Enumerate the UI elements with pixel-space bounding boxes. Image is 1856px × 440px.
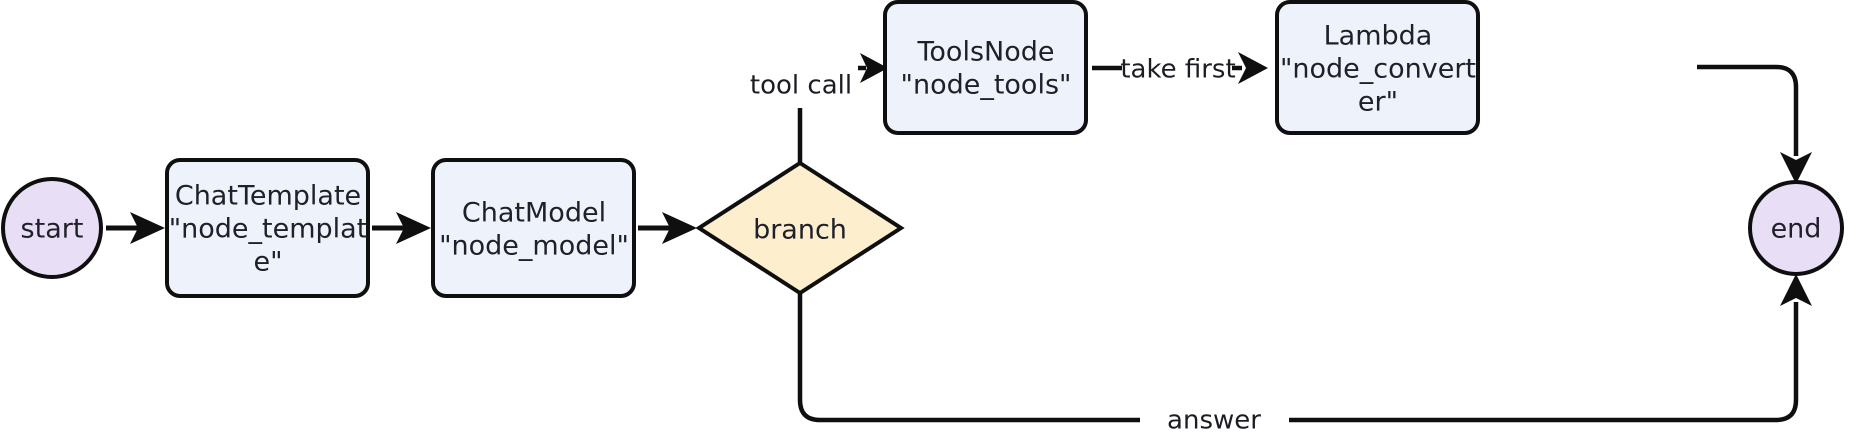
node-chat-template-line3: e"	[253, 247, 282, 278]
node-branch[interactable]: branch	[695, 160, 905, 296]
node-branch-shape[interactable]	[695, 160, 905, 296]
node-converter-line1: Lambda	[1324, 21, 1433, 52]
node-converter[interactable]: Lambda "node_convert er"	[1275, 0, 1480, 135]
node-tools-shape[interactable]	[883, 0, 1088, 135]
edge-branch-to-end-answer: answer	[797, 274, 1812, 436]
node-tools-line2: "node_tools"	[901, 70, 1072, 101]
node-chat-template-line2: "node_templat	[169, 214, 368, 245]
node-chat-model-line2: "node_model"	[439, 231, 629, 262]
node-chat-template-line1: ChatTemplate	[175, 181, 361, 212]
edge-branch-to-tools: tool call	[750, 53, 888, 163]
node-converter-line3: er"	[1358, 87, 1398, 118]
node-tools-line1: ToolsNode	[917, 37, 1055, 68]
arrowhead-model-branch	[662, 212, 697, 244]
edge-label-tool-call: tool call	[750, 71, 852, 101]
node-start[interactable]: start	[1, 177, 103, 279]
arrowhead-branch-tools	[860, 53, 888, 83]
edge-start-to-template	[106, 212, 165, 244]
node-chat-template-shape[interactable]	[165, 158, 370, 298]
edge-model-to-branch	[638, 212, 697, 244]
arrowhead-start-template	[130, 212, 165, 244]
node-end-label: end	[1771, 214, 1822, 245]
node-chat-model[interactable]: ChatModel "node_model"	[431, 158, 636, 298]
node-chat-model-shape[interactable]	[431, 158, 636, 298]
node-converter-shape[interactable]	[1275, 0, 1480, 135]
arrowhead-converter-end	[1780, 152, 1812, 184]
node-end-shape[interactable]	[1748, 180, 1844, 276]
edge-label-answer: answer	[1167, 406, 1261, 436]
node-start-label: start	[21, 214, 84, 245]
node-tools[interactable]: ToolsNode "node_tools"	[883, 0, 1088, 135]
edge-label-take-first: take first	[1120, 55, 1235, 85]
node-chat-template[interactable]: ChatTemplate "node_templat e"	[165, 158, 370, 298]
edge-tools-to-converter: take first	[1092, 52, 1268, 85]
node-end[interactable]: end	[1748, 180, 1844, 276]
node-chat-model-line1: ChatModel	[462, 198, 606, 229]
node-converter-line2: "node_convert	[1280, 54, 1476, 85]
arrowhead-tools-converter	[1238, 52, 1268, 84]
node-branch-label: branch	[753, 215, 847, 246]
arrowhead-template-model	[396, 212, 431, 244]
node-start-shape[interactable]	[1, 177, 103, 279]
edge-converter-to-end	[1697, 64, 1812, 184]
arrowhead-answer-end	[1780, 274, 1812, 306]
edge-template-to-model	[372, 212, 431, 244]
